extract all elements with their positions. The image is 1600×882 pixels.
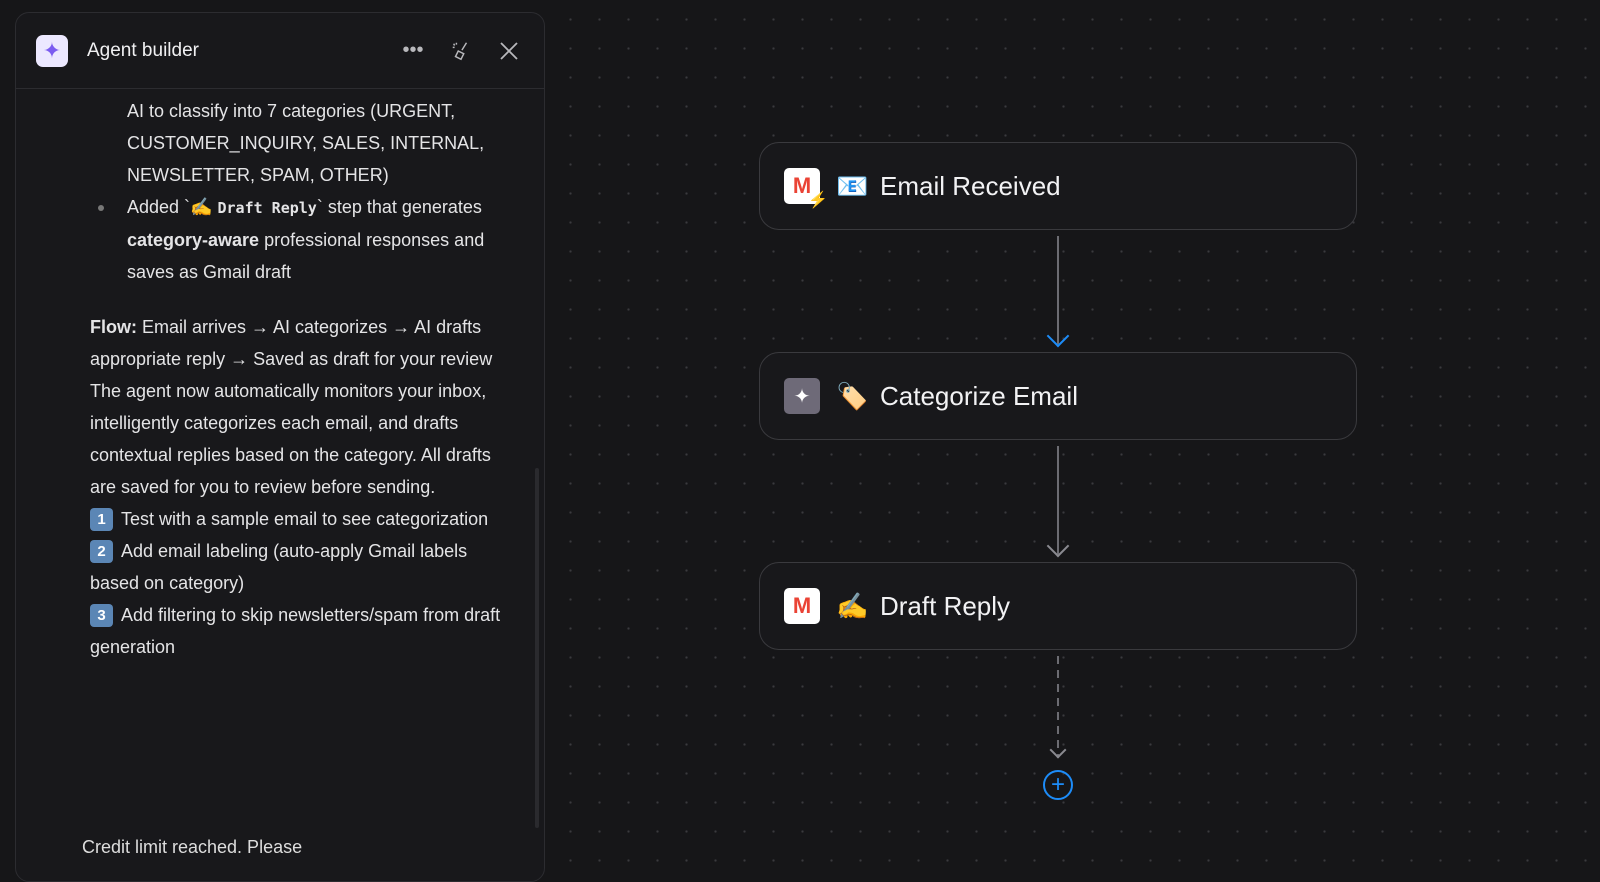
dashed-connector — [1057, 656, 1059, 756]
credit-limit-notice: Credit limit reached. Please — [82, 837, 303, 857]
node-title: Categorize Email — [880, 380, 1078, 411]
close-button[interactable] — [494, 36, 524, 66]
arrow-head-icon — [1049, 741, 1067, 759]
scrollbar[interactable] — [535, 468, 539, 828]
connector — [1057, 236, 1059, 344]
node-title: Draft Reply — [880, 590, 1011, 621]
node-draft-reply[interactable]: M ✍️ Draft Reply — [759, 562, 1357, 650]
add-step-button[interactable]: + — [1043, 770, 1073, 800]
panel-title: Agent builder — [87, 39, 199, 61]
clear-chat-broom-icon[interactable] — [446, 36, 476, 66]
chat-message: AI to classify into 7 categories (URGENT… — [16, 89, 544, 663]
node-categorize-email[interactable]: ✦ 🏷️ Categorize Email — [759, 352, 1357, 440]
sparkle-logo-icon: ✦ — [36, 34, 68, 67]
more-options-button[interactable]: ••• — [402, 39, 424, 61]
label-tag-icon: 🏷️ — [836, 380, 869, 411]
agent-builder-panel: ✦ Agent builder ••• AI to classify into … — [15, 12, 545, 882]
arrow-head-icon — [1046, 324, 1070, 348]
summary-text: The agent now automatically monitors you… — [90, 381, 491, 497]
bullet-text: AI to classify into 7 categories (URGENT… — [127, 101, 485, 185]
node-title: Email Received — [880, 170, 1061, 201]
gmail-icon: M — [784, 588, 820, 624]
node-email-received[interactable]: M⚡ 📧 Email Received — [759, 142, 1357, 230]
gmail-trigger-icon: M⚡ — [784, 168, 828, 209]
bullet-item: Added `✍️ Draft Reply` step that generat… — [90, 191, 514, 288]
flow-text: Flow: Email arrives → AI categorizes → A… — [90, 317, 493, 369]
ai-sparkle-icon: ✦ — [784, 378, 820, 414]
envelope-icon: 📧 — [836, 170, 869, 201]
arrow-head-icon — [1046, 534, 1070, 558]
writing-hand-icon: ✍️ — [836, 590, 869, 621]
connector — [1057, 446, 1059, 554]
panel-header: ✦ Agent builder ••• — [16, 13, 544, 89]
